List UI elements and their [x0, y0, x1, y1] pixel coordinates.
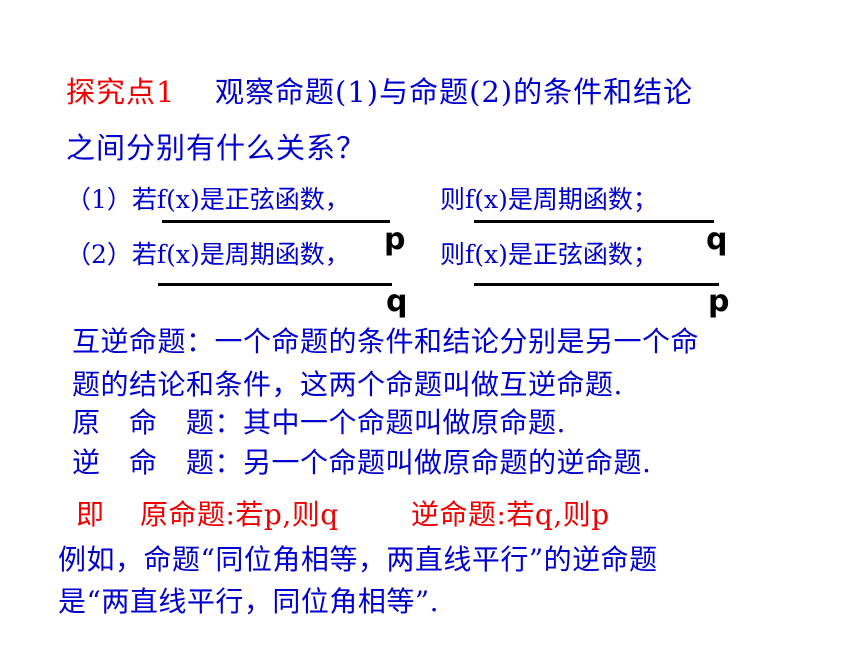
section-label: 探究点1 — [66, 75, 176, 109]
proposition-1-condition: （1）若f(x)是正弦函数， — [66, 185, 350, 214]
summary-ji: 即 — [76, 498, 105, 531]
definition-inverse: 逆 命 题：另一个命题叫做原命题的逆命题. — [72, 446, 652, 479]
underline-p2-condition — [158, 283, 392, 286]
summary-inverse-form: 逆命题:若q,则p — [411, 498, 610, 531]
example-line-1: 例如，命题“同位角相等，两直线平行”的逆命题 — [58, 543, 658, 576]
proposition-1-conclusion: 则f(x)是周期函数； — [440, 185, 658, 214]
marker-p2-condition: q — [386, 284, 408, 319]
marker-p2-conclusion: p — [708, 284, 730, 319]
underline-p1-condition — [162, 220, 390, 223]
proposition-2-condition: （2）若f(x)是周期函数， — [66, 240, 350, 269]
proposition-2-conclusion: 则f(x)是正弦函数； — [440, 240, 658, 269]
definition-mutual-line-2: 题的结论和条件，这两个命题叫做互逆命题. — [72, 368, 623, 401]
underline-p2-conclusion — [474, 283, 719, 286]
marker-p1-conclusion: q — [706, 222, 728, 257]
definition-mutual-line-1: 互逆命题：一个命题的条件和结论分别是另一个命 — [72, 325, 700, 358]
question-line-1: 观察命题(1)与命题(2)的条件和结论 — [215, 75, 694, 109]
example-line-2: 是“两直线平行，同位角相等”. — [58, 585, 440, 618]
definition-original: 原 命 题：其中一个命题叫做原命题. — [72, 406, 566, 439]
marker-p1-condition: p — [384, 222, 406, 257]
summary-original-form: 原命题:若p,则q — [140, 498, 339, 531]
question-line-2: 之间分别有什么关系？ — [66, 131, 367, 165]
underline-p1-conclusion — [474, 220, 714, 223]
